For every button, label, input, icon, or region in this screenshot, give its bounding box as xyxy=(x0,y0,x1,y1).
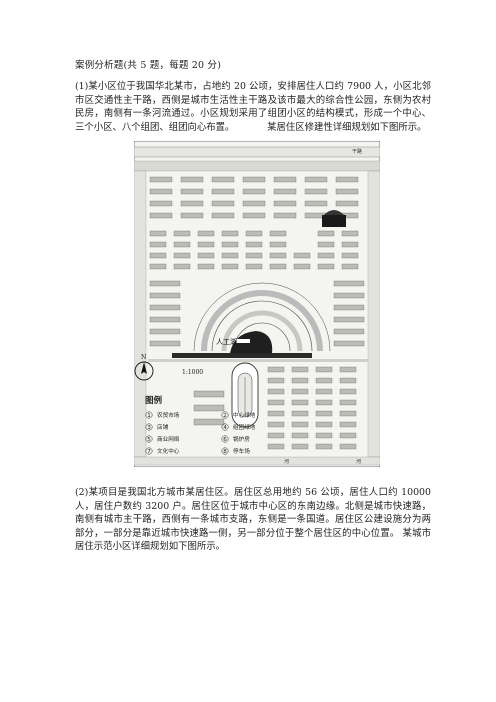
stadium xyxy=(231,362,259,428)
legend-number-5: 5 xyxy=(147,437,151,443)
legend-title: 图例 xyxy=(145,395,163,406)
legend-marker-6 xyxy=(221,435,229,443)
road-label-top: 干路 xyxy=(352,148,362,155)
legend-marker-7 xyxy=(145,447,153,455)
question-1-text: (1)某小区位于我国华北某市，占地约 20 公顷，安排居住人口约 7900 人，… xyxy=(75,81,431,133)
question-2-text: (2)某项目是我国北方城市某居住区。居住区总用地约 56 公顷，居住人口约 10… xyxy=(75,487,431,553)
scale-label: 1:1000 xyxy=(182,369,203,376)
legend-number-7: 7 xyxy=(147,449,151,455)
residential-blocks xyxy=(149,176,365,450)
legend-number-3: 3 xyxy=(147,425,151,431)
landmark-building xyxy=(322,215,346,227)
legend-marker-8 xyxy=(221,447,229,455)
legend-label-8: 停车场 xyxy=(233,447,250,455)
legend-marker-4 xyxy=(221,423,229,431)
legend-marker-2 xyxy=(221,411,229,419)
north-arrow: N xyxy=(134,354,154,381)
river-label-right: 河 xyxy=(356,458,361,465)
legend-label-1: 农贸市场 xyxy=(157,411,180,419)
legend-number-4: 4 xyxy=(223,425,227,431)
legend: 图例 1 农贸市场 2 中心绿地 3 店铺 4 组团绿地 5 商业网络 6 锅炉房 7 文化中心 8 停车场 xyxy=(145,395,256,455)
legend-label-5: 商业网络 xyxy=(157,435,180,443)
legend-marker-3 xyxy=(145,423,153,431)
legend-label-3: 店铺 xyxy=(157,423,169,431)
legend-number-2: 2 xyxy=(223,413,227,419)
legend-label-2: 中心绿地 xyxy=(233,411,256,419)
legend-label-6: 锅炉房 xyxy=(233,435,250,443)
legend-label-4: 组团绿地 xyxy=(233,423,256,431)
legend-number-8: 8 xyxy=(223,449,227,455)
lake-label: 人工湖 xyxy=(216,337,237,346)
legend-label-7: 文化中心 xyxy=(157,447,180,455)
river-label-left: 河 xyxy=(284,458,289,465)
legend-marker-1 xyxy=(145,411,153,419)
section-heading: 案例分析题(共 5 题，每题 20 分) xyxy=(75,60,222,71)
legend-marker-5 xyxy=(145,435,153,443)
lake-shape xyxy=(230,331,273,353)
north-label: N xyxy=(141,354,146,361)
legend-number-1: 1 xyxy=(147,413,151,419)
legend-number-6: 6 xyxy=(223,437,227,443)
site-plan-figure: 干路 人工湖 xyxy=(134,141,380,467)
